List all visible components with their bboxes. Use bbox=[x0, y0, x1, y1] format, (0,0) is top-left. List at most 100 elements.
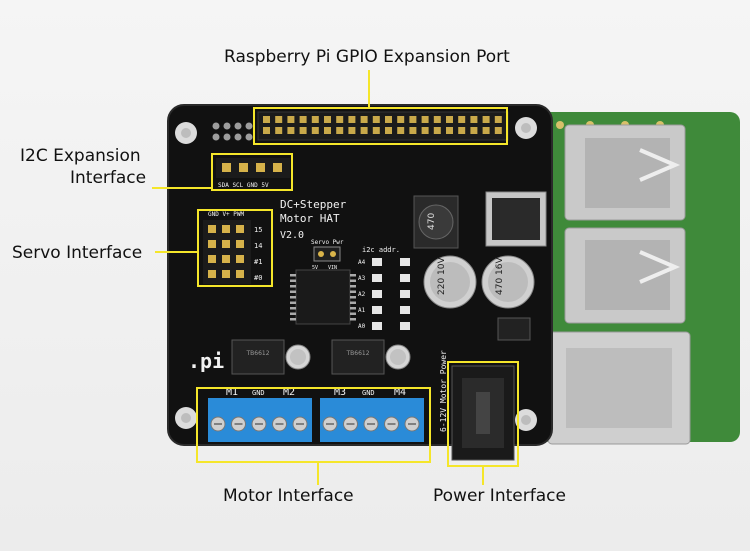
chip-leg bbox=[290, 296, 296, 299]
gpio-pin bbox=[336, 127, 344, 134]
gpio-header bbox=[257, 111, 509, 141]
motor-label-m3: M3 bbox=[334, 387, 346, 398]
chip-leg bbox=[350, 285, 356, 288]
svg-text:TB6612: TB6612 bbox=[245, 350, 269, 357]
motor-label-m4: M4 bbox=[394, 387, 406, 398]
address-pad bbox=[372, 274, 382, 282]
gpio-callout-box bbox=[253, 107, 508, 145]
servo-pin bbox=[222, 270, 230, 278]
capacitor-2-marking: 470 16V bbox=[495, 257, 505, 295]
electrolytic-capacitor-2 bbox=[481, 255, 535, 309]
gpio-pin bbox=[409, 116, 417, 123]
addr-pin-a0: A0 bbox=[358, 323, 366, 330]
i2c-pin-labels: SDA SCL GND 5V bbox=[218, 182, 269, 189]
servo-pin bbox=[222, 240, 230, 248]
address-pad bbox=[400, 306, 410, 314]
terminal-block-right bbox=[320, 398, 424, 442]
chip-leg bbox=[350, 274, 356, 277]
chip-leg bbox=[290, 285, 296, 288]
servo-label: Servo Interface bbox=[12, 243, 143, 263]
header-pad bbox=[234, 122, 242, 130]
gpio-pin bbox=[360, 116, 368, 123]
header-pad bbox=[212, 133, 220, 141]
dc-power-jack bbox=[451, 365, 515, 461]
gpio-pin bbox=[275, 127, 283, 134]
gpio-pin bbox=[409, 127, 417, 134]
gpio-pin bbox=[397, 116, 405, 123]
servo-power-jumper bbox=[313, 246, 341, 262]
header-pad bbox=[234, 133, 242, 141]
gpio-pin bbox=[311, 116, 319, 123]
gpio-pin bbox=[287, 116, 295, 123]
header-pad bbox=[223, 122, 231, 130]
gpio-pin bbox=[372, 127, 380, 134]
chip-leg bbox=[290, 312, 296, 315]
motor-callout-box bbox=[196, 387, 431, 463]
i2c-header bbox=[216, 158, 290, 178]
servo-pin bbox=[222, 225, 230, 233]
chip-leg bbox=[290, 307, 296, 310]
svg-text:TB6612: TB6612 bbox=[345, 350, 369, 357]
gpio-port-label: Raspberry Pi GPIO Expansion Port bbox=[224, 47, 510, 67]
ethernet-port bbox=[547, 331, 691, 445]
address-pad bbox=[372, 258, 382, 266]
addr-pin-a4: A4 bbox=[358, 259, 366, 266]
servo-header-label: GND V+ PWM bbox=[208, 211, 245, 218]
motor-label-gnd-2: GND bbox=[362, 389, 375, 397]
inductor-marking: 470 bbox=[427, 213, 437, 230]
chip-leg bbox=[350, 307, 356, 310]
gpio-pin bbox=[263, 116, 270, 123]
gpio-pin bbox=[299, 116, 307, 123]
i2c-pin bbox=[222, 163, 231, 172]
power-label: Power Interface bbox=[433, 486, 566, 506]
capacitor-1-marking: 220 10V bbox=[437, 257, 447, 295]
header-pad bbox=[245, 133, 253, 141]
voltage-regulator bbox=[485, 191, 547, 247]
gpio-pin bbox=[336, 116, 344, 123]
gpio-pin bbox=[458, 127, 466, 134]
silkscreen-text: DC+Stepper Motor HAT V2.0 SDA SCL GND 5V… bbox=[188, 182, 448, 432]
gpio-pin bbox=[433, 127, 441, 134]
motor-label-m1: M1 bbox=[226, 387, 238, 398]
gpio-pin bbox=[458, 116, 466, 123]
header-pad bbox=[223, 133, 231, 141]
pwm-controller-chip bbox=[290, 269, 356, 325]
gpio-pin bbox=[421, 116, 429, 123]
motor-label: Motor Interface bbox=[223, 486, 354, 506]
servo-channel-1: #1 bbox=[254, 258, 262, 266]
gpio-pin bbox=[494, 116, 502, 123]
address-pad bbox=[400, 322, 410, 330]
chip-leg bbox=[350, 279, 356, 282]
gpio-pin bbox=[348, 127, 356, 134]
chip-leg bbox=[290, 301, 296, 304]
i2c-label-line1: I2C Expansion bbox=[20, 146, 141, 166]
inductor bbox=[413, 195, 459, 249]
gpio-pin bbox=[470, 116, 478, 123]
motor-driver-chip-left: TB6612 bbox=[231, 339, 285, 375]
address-pad bbox=[372, 306, 382, 314]
brand-logo: .pi bbox=[188, 349, 224, 373]
servo-pin bbox=[236, 255, 244, 263]
gpio-pin bbox=[385, 116, 392, 123]
chip-leg bbox=[290, 290, 296, 293]
gpio-pin bbox=[275, 116, 283, 123]
servo-channel-15: 15 bbox=[254, 226, 262, 234]
gpio-pin bbox=[421, 127, 429, 134]
servo-pin bbox=[236, 225, 244, 233]
transistor bbox=[497, 317, 531, 341]
leader-lines bbox=[152, 70, 484, 485]
chip-leg bbox=[350, 296, 356, 299]
i2c-pin bbox=[273, 163, 282, 172]
gpio-pin bbox=[470, 127, 478, 134]
chip-leg bbox=[290, 274, 296, 277]
chip-leg bbox=[290, 279, 296, 282]
servo-header bbox=[203, 220, 251, 284]
gpio-pin bbox=[360, 127, 368, 134]
usb-port-bottom bbox=[564, 227, 686, 324]
servo-power-5v: 5V bbox=[312, 265, 318, 271]
servo-pin bbox=[236, 270, 244, 278]
i2c-pin bbox=[239, 163, 248, 172]
chip-leg bbox=[350, 318, 356, 321]
small-capacitor-left bbox=[285, 344, 311, 370]
servo-channel-14: 14 bbox=[254, 242, 262, 250]
